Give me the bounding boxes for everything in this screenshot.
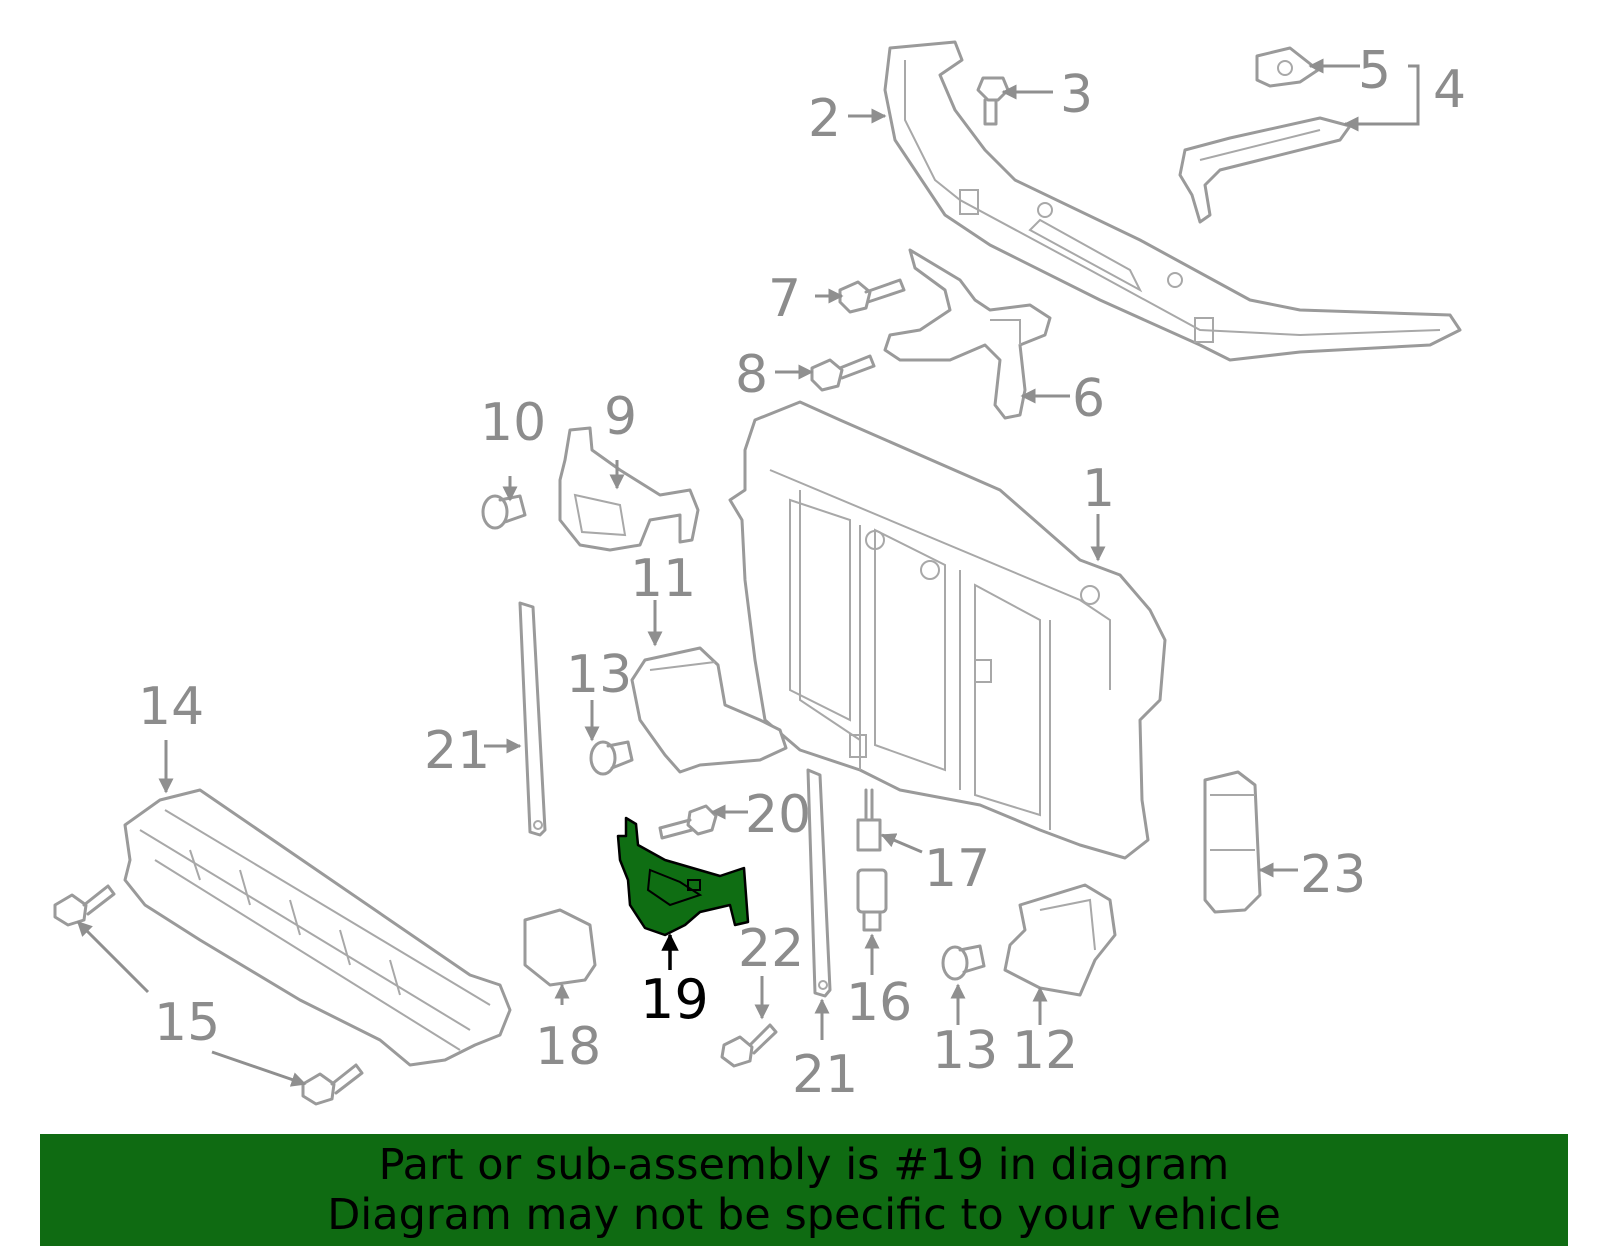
part-20-bolt xyxy=(658,804,718,840)
callout-22: 22 xyxy=(738,919,804,979)
part-10-clip xyxy=(481,494,527,530)
part-17-connector xyxy=(856,788,882,852)
part-15-bolt-upper xyxy=(53,884,116,927)
callout-3: 3 xyxy=(1060,65,1093,125)
callout-23: 23 xyxy=(1300,845,1366,905)
callout-13-upper: 13 xyxy=(566,645,632,705)
callout-11: 11 xyxy=(630,549,696,609)
part-16-sensor xyxy=(856,868,888,932)
callout-12: 12 xyxy=(1012,1021,1078,1081)
callout-21-right: 21 xyxy=(792,1045,858,1105)
part-13-clip-lower xyxy=(941,944,986,981)
callout-2: 2 xyxy=(808,89,841,149)
callout-21-left: 21 xyxy=(424,721,490,781)
callout-9: 9 xyxy=(604,387,637,447)
part-4-side-bracket xyxy=(1178,116,1352,224)
part-18-block xyxy=(523,908,597,987)
callout-4: 4 xyxy=(1433,60,1466,120)
part-3-bolt xyxy=(976,76,1010,126)
callout-17: 17 xyxy=(924,839,990,899)
part-22-bolt xyxy=(720,1023,778,1068)
callout-7: 7 xyxy=(768,269,801,329)
leader-lines xyxy=(76,58,1420,1087)
callout-14: 14 xyxy=(138,677,204,737)
callout-labels: 2 3 5 4 7 8 6 10 9 1 11 13 14 21 20 17 2… xyxy=(138,41,1466,1105)
callout-19-highlighted: 19 xyxy=(640,968,709,1031)
banner-line-1: Part or sub-assembly is #19 in diagram xyxy=(378,1140,1230,1190)
part-2-upper-tie-bar xyxy=(883,40,1462,362)
part-9-bracket xyxy=(558,426,700,552)
part-23-module xyxy=(1203,770,1262,914)
callout-1: 1 xyxy=(1082,459,1115,519)
part-19-highlighted-bracket xyxy=(616,816,750,937)
part-11-air-guide xyxy=(630,646,788,774)
banner-line-2: Diagram may not be specific to your vehi… xyxy=(327,1190,1281,1240)
part-6-support-bracket xyxy=(883,248,1052,420)
callout-13-lower: 13 xyxy=(932,1021,998,1081)
part-21-stay-left xyxy=(518,601,547,837)
part-14-lower-member xyxy=(123,788,512,1067)
callout-6: 6 xyxy=(1072,369,1105,429)
callout-5: 5 xyxy=(1358,41,1391,101)
part-5-bracket xyxy=(1255,46,1320,88)
parts-diagram: 2 3 5 4 7 8 6 10 9 1 11 13 14 21 20 17 2… xyxy=(53,40,1466,1106)
part-12-air-guide xyxy=(1003,883,1117,997)
info-banner: Part or sub-assembly is #19 in diagram D… xyxy=(40,1134,1568,1246)
callout-16: 16 xyxy=(846,973,912,1033)
part-15-bolt-lower xyxy=(301,1063,364,1106)
callout-8: 8 xyxy=(735,345,768,405)
part-13-clip-upper xyxy=(589,740,634,776)
part-8-bolt xyxy=(810,354,876,392)
callout-15: 15 xyxy=(154,993,220,1053)
callout-18: 18 xyxy=(535,1017,601,1077)
callout-10: 10 xyxy=(480,393,546,453)
part-21-stay-right xyxy=(806,768,832,998)
part-1-radiator-support xyxy=(728,400,1167,860)
part-7-bolt xyxy=(838,278,906,314)
callout-20: 20 xyxy=(745,785,811,845)
